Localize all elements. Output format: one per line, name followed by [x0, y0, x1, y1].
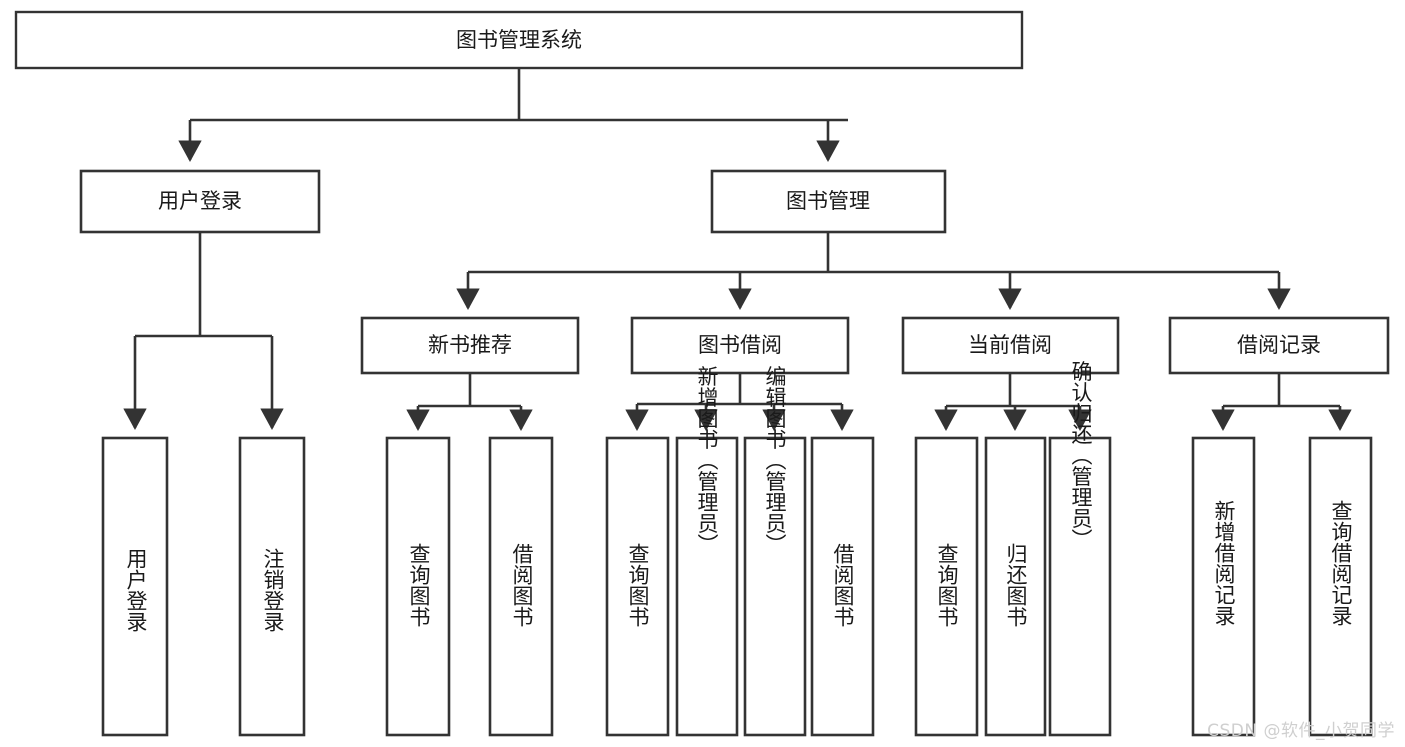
- connector-group-user-login: [123, 232, 284, 430]
- node-borrow-record-box[interactable]: [1168, 316, 1390, 375]
- node-book-borrow-label: 图书借阅: [698, 333, 782, 357]
- node-current-borrow-box[interactable]: [901, 316, 1120, 375]
- node-leaf-borrow-book-2-box[interactable]: [810, 436, 875, 737]
- connector-group-current-borrow: [934, 373, 1092, 431]
- node-leaf-add-book-label: 新增图书（管理员）: [695, 366, 719, 555]
- node-leaf-edit-book-box[interactable]: [743, 436, 807, 737]
- node-leaf-borrow-book-1[interactable]: 借阅图书: [488, 436, 554, 737]
- node-leaf-edit-book[interactable]: 编辑图书（管理员）: [743, 366, 807, 737]
- node-leaf-query-record-label: 查询借阅记录: [1329, 500, 1353, 626]
- node-leaf-edit-book-label: 编辑图书（管理员）: [763, 366, 787, 555]
- connector-group-root: [178, 68, 848, 162]
- node-root-label: 图书管理系统: [456, 28, 582, 52]
- node-leaf-user-login-label: 用户登录: [124, 548, 148, 632]
- node-current-borrow[interactable]: 当前借阅: [901, 316, 1120, 375]
- node-leaf-return-book-box[interactable]: [984, 436, 1047, 737]
- node-leaf-return-book[interactable]: 归还图书: [984, 436, 1047, 737]
- connector-group-book-borrow: [625, 373, 854, 431]
- node-leaf-add-book-box[interactable]: [675, 436, 739, 737]
- node-leaf-add-record-label: 新增借阅记录: [1212, 500, 1236, 626]
- node-leaf-borrow-book-2[interactable]: 借阅图书: [810, 436, 875, 737]
- node-leaf-query-book-2-label: 查询图书: [626, 543, 650, 627]
- node-book-manage-label: 图书管理: [786, 189, 870, 213]
- node-new-book-rec-box[interactable]: [360, 316, 580, 375]
- node-leaf-user-login-box[interactable]: [101, 436, 169, 737]
- connector-group-book-manage: [456, 232, 1291, 310]
- node-leaf-add-record-box[interactable]: [1191, 436, 1256, 737]
- node-leaf-query-book-2-box[interactable]: [605, 436, 670, 737]
- node-leaf-logout-label: 注销登录: [261, 548, 285, 632]
- node-book-borrow-box[interactable]: [630, 316, 850, 375]
- node-leaf-query-book-1-box[interactable]: [385, 436, 451, 737]
- node-leaf-confirm-return-box[interactable]: [1048, 436, 1112, 737]
- node-leaf-logout[interactable]: 注销登录: [238, 436, 306, 737]
- node-book-borrow[interactable]: 图书借阅: [630, 316, 850, 375]
- node-new-book-rec[interactable]: 新书推荐: [360, 316, 580, 375]
- node-root-box[interactable]: [14, 10, 1024, 70]
- node-new-book-rec-label: 新书推荐: [428, 333, 512, 357]
- node-borrow-record[interactable]: 借阅记录: [1168, 316, 1390, 375]
- node-leaf-query-book-1-label: 查询图书: [407, 543, 431, 627]
- node-leaf-borrow-book-2-label: 借阅图书: [831, 543, 855, 627]
- node-user-login-label: 用户登录: [158, 189, 242, 213]
- node-user-login-box[interactable]: [79, 169, 321, 234]
- node-leaf-add-record[interactable]: 新增借阅记录: [1191, 436, 1256, 737]
- node-current-borrow-label: 当前借阅: [968, 333, 1052, 357]
- node-book-manage[interactable]: 图书管理: [710, 169, 947, 234]
- node-leaf-query-book-2[interactable]: 查询图书: [605, 436, 670, 737]
- node-leaf-query-book-3-box[interactable]: [914, 436, 979, 737]
- node-root[interactable]: 图书管理系统: [14, 10, 1024, 70]
- node-leaf-query-record-box[interactable]: [1308, 436, 1373, 737]
- node-leaf-query-book-3-label: 查询图书: [935, 543, 959, 627]
- node-leaf-borrow-book-1-box[interactable]: [488, 436, 554, 737]
- node-leaf-confirm-return-label: 确认归还（管理员）: [1069, 361, 1093, 550]
- node-leaf-borrow-book-1-label: 借阅图书: [510, 543, 534, 627]
- node-leaf-query-book-1[interactable]: 查询图书: [385, 436, 451, 737]
- node-leaf-query-record[interactable]: 查询借阅记录: [1308, 436, 1373, 737]
- node-leaf-confirm-return[interactable]: 确认归还（管理员）: [1048, 361, 1112, 737]
- connector-group-borrow-record: [1211, 373, 1352, 431]
- node-leaf-return-book-label: 归还图书: [1004, 543, 1028, 627]
- node-borrow-record-label: 借阅记录: [1237, 333, 1321, 357]
- node-leaf-user-login[interactable]: 用户登录: [101, 436, 169, 737]
- node-leaf-logout-box[interactable]: [238, 436, 306, 737]
- node-book-manage-box[interactable]: [710, 169, 947, 234]
- node-leaf-query-book-3[interactable]: 查询图书: [914, 436, 979, 737]
- connector-group-new-book-rec: [406, 373, 533, 431]
- node-leaf-add-book[interactable]: 新增图书（管理员）: [675, 366, 739, 737]
- node-user-login[interactable]: 用户登录: [79, 169, 321, 234]
